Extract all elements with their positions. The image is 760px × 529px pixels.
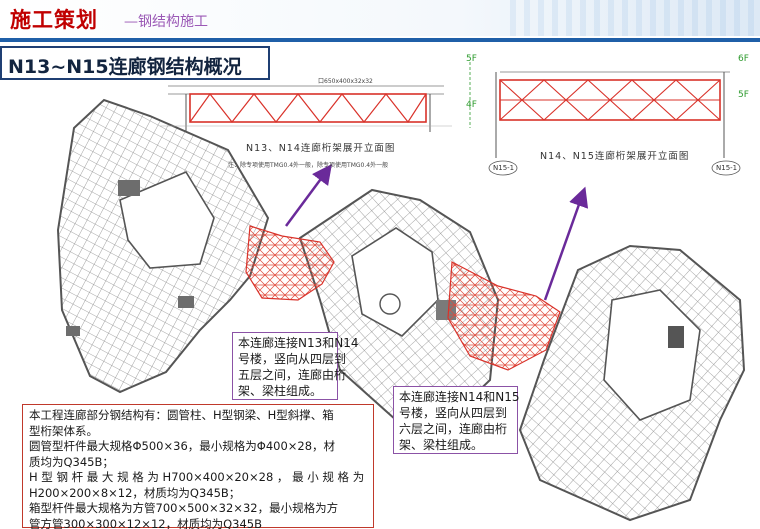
arrow-n13-n14 bbox=[284, 163, 332, 227]
building-n14-plan bbox=[298, 188, 500, 421]
floor-label-5f: 5F bbox=[466, 54, 477, 64]
building-n15-plan bbox=[518, 244, 746, 522]
callout-line: 本连廊连接N14和N15 bbox=[399, 390, 520, 404]
truss-elevation-n14-n15 bbox=[469, 62, 741, 176]
summary-line: 圆管型杆件最大规格Φ500×36，最小规格为Φ400×28，材 bbox=[29, 439, 336, 453]
callout-line: 本连廊连接N13和N14 bbox=[238, 336, 359, 350]
summary-line: H 型 钢 杆 最 大 规 格 为 H700×400×20×28 ， 最 小 规… bbox=[29, 470, 365, 484]
building-n13-plan bbox=[56, 98, 270, 394]
summary-line: 质均为Q345B； bbox=[29, 454, 114, 469]
callout-line: 架、梁柱组成。 bbox=[238, 384, 323, 398]
callout-line: 五层之间，连廊由桁 bbox=[238, 368, 347, 382]
building-label-left: N15-1 bbox=[493, 164, 515, 172]
corridor-n14-n15 bbox=[447, 261, 561, 371]
floor-label-4f: 4F bbox=[466, 100, 477, 110]
truss-n14-n15-title: N14、N15连廊桁架展开立面图 bbox=[540, 151, 690, 162]
page-title: N13~N15连廊钢结构概况 bbox=[8, 56, 242, 78]
section-subtitle: —钢结构施工 bbox=[124, 14, 208, 30]
callout-n13-n14: 本连廊连接N13和N14 号楼，竖向从四层到 五层之间，连廊由桁 架、梁柱组成。 bbox=[232, 332, 359, 400]
callout-line: 六层之间，连廊由桁 bbox=[399, 422, 508, 436]
summary-line: 型桁架体系。 bbox=[29, 423, 98, 438]
callout-line: 架、梁柱组成。 bbox=[399, 438, 484, 452]
truss-n13-n14-note: 注：除专项使用TMG0.4外一般，除专项使用TMG0.4外一般 bbox=[228, 162, 389, 169]
truss-dimension-label: 口650x400x32x32 bbox=[318, 78, 373, 85]
corridor-n13-n14 bbox=[245, 225, 335, 301]
header-divider bbox=[0, 38, 760, 42]
building-label-right: N15-1 bbox=[716, 164, 738, 172]
header-decoration bbox=[510, 0, 760, 36]
truss-elevation-n13-n14 bbox=[160, 85, 452, 132]
floor-label-5f-right: 5F bbox=[738, 90, 749, 100]
summary-line: 箱型杆件最大规格为方管700×500×32×32，最小规格为方 bbox=[29, 501, 339, 515]
callout-n14-n15: 本连廊连接N14和N15 号楼，竖向从四层到 六层之间，连廊由桁 架、梁柱组成。 bbox=[393, 386, 520, 454]
truss-n13-n14-title: N13、N14连廊桁架展开立面图 bbox=[246, 143, 396, 154]
summary-line: 本工程连廊部分钢结构有：圆管柱、H型钢梁、H型斜撑、箱 bbox=[29, 408, 334, 422]
floor-label-6f: 6F bbox=[738, 54, 749, 64]
summary-line: 管方管300×300×12×12，材质均为Q345B bbox=[29, 516, 262, 529]
header-bar bbox=[0, 0, 760, 36]
summary-line: H200×200×8×12，材质均为Q345B； bbox=[29, 485, 241, 500]
page-title-box: N13~N15连廊钢结构概况 bbox=[0, 46, 270, 80]
arrow-n14-n15 bbox=[543, 186, 589, 301]
callout-line: 号楼，竖向从四层到 bbox=[238, 352, 347, 366]
summary-box: 本工程连廊部分钢结构有：圆管柱、H型钢梁、H型斜撑、箱 型桁架体系。 圆管型杆件… bbox=[22, 404, 374, 529]
section-title: 施工策划 bbox=[10, 7, 98, 32]
callout-line: 号楼，竖向从四层到 bbox=[399, 406, 508, 420]
